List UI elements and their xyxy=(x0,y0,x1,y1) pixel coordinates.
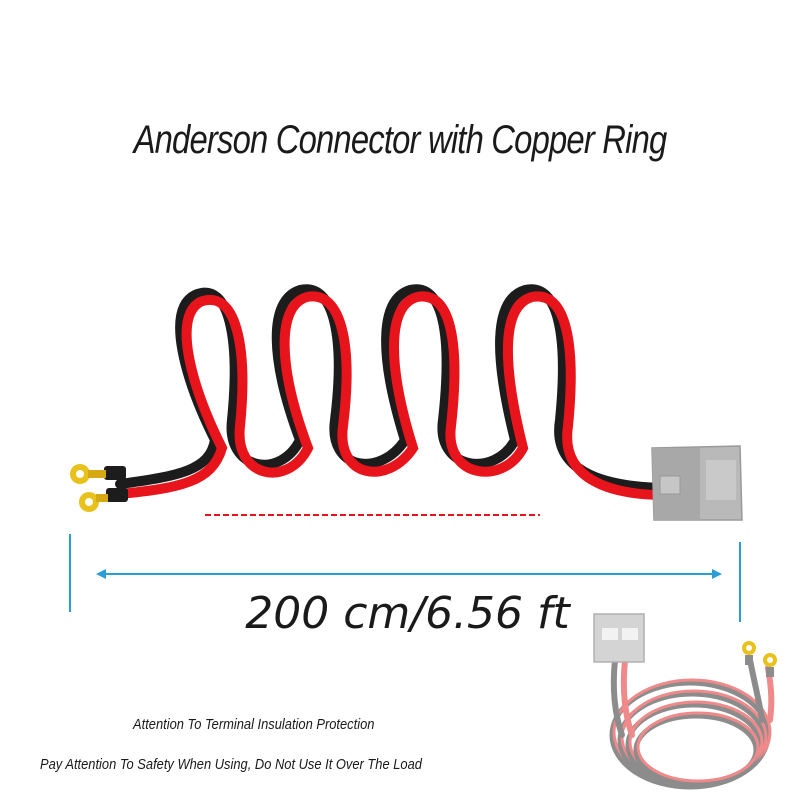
ring-terminal-red xyxy=(79,488,128,512)
inset-anderson-connector xyxy=(593,613,645,663)
coiled-cable xyxy=(115,284,665,500)
inset-coiled-cable xyxy=(609,657,775,790)
anderson-connector xyxy=(651,445,743,521)
length-label: 200 cm/6.56 ft xyxy=(245,588,570,639)
ring-terminal-black xyxy=(70,464,126,484)
insulation-note: Attention To Terminal Insulation Protect… xyxy=(133,716,375,733)
product-title: Anderson Connector with Copper Ring xyxy=(133,118,668,162)
inset-ring-terminals xyxy=(742,641,777,677)
length-dimension-marker xyxy=(69,534,741,622)
safety-note: Pay Attention To Safety When Using, Do N… xyxy=(40,756,422,773)
